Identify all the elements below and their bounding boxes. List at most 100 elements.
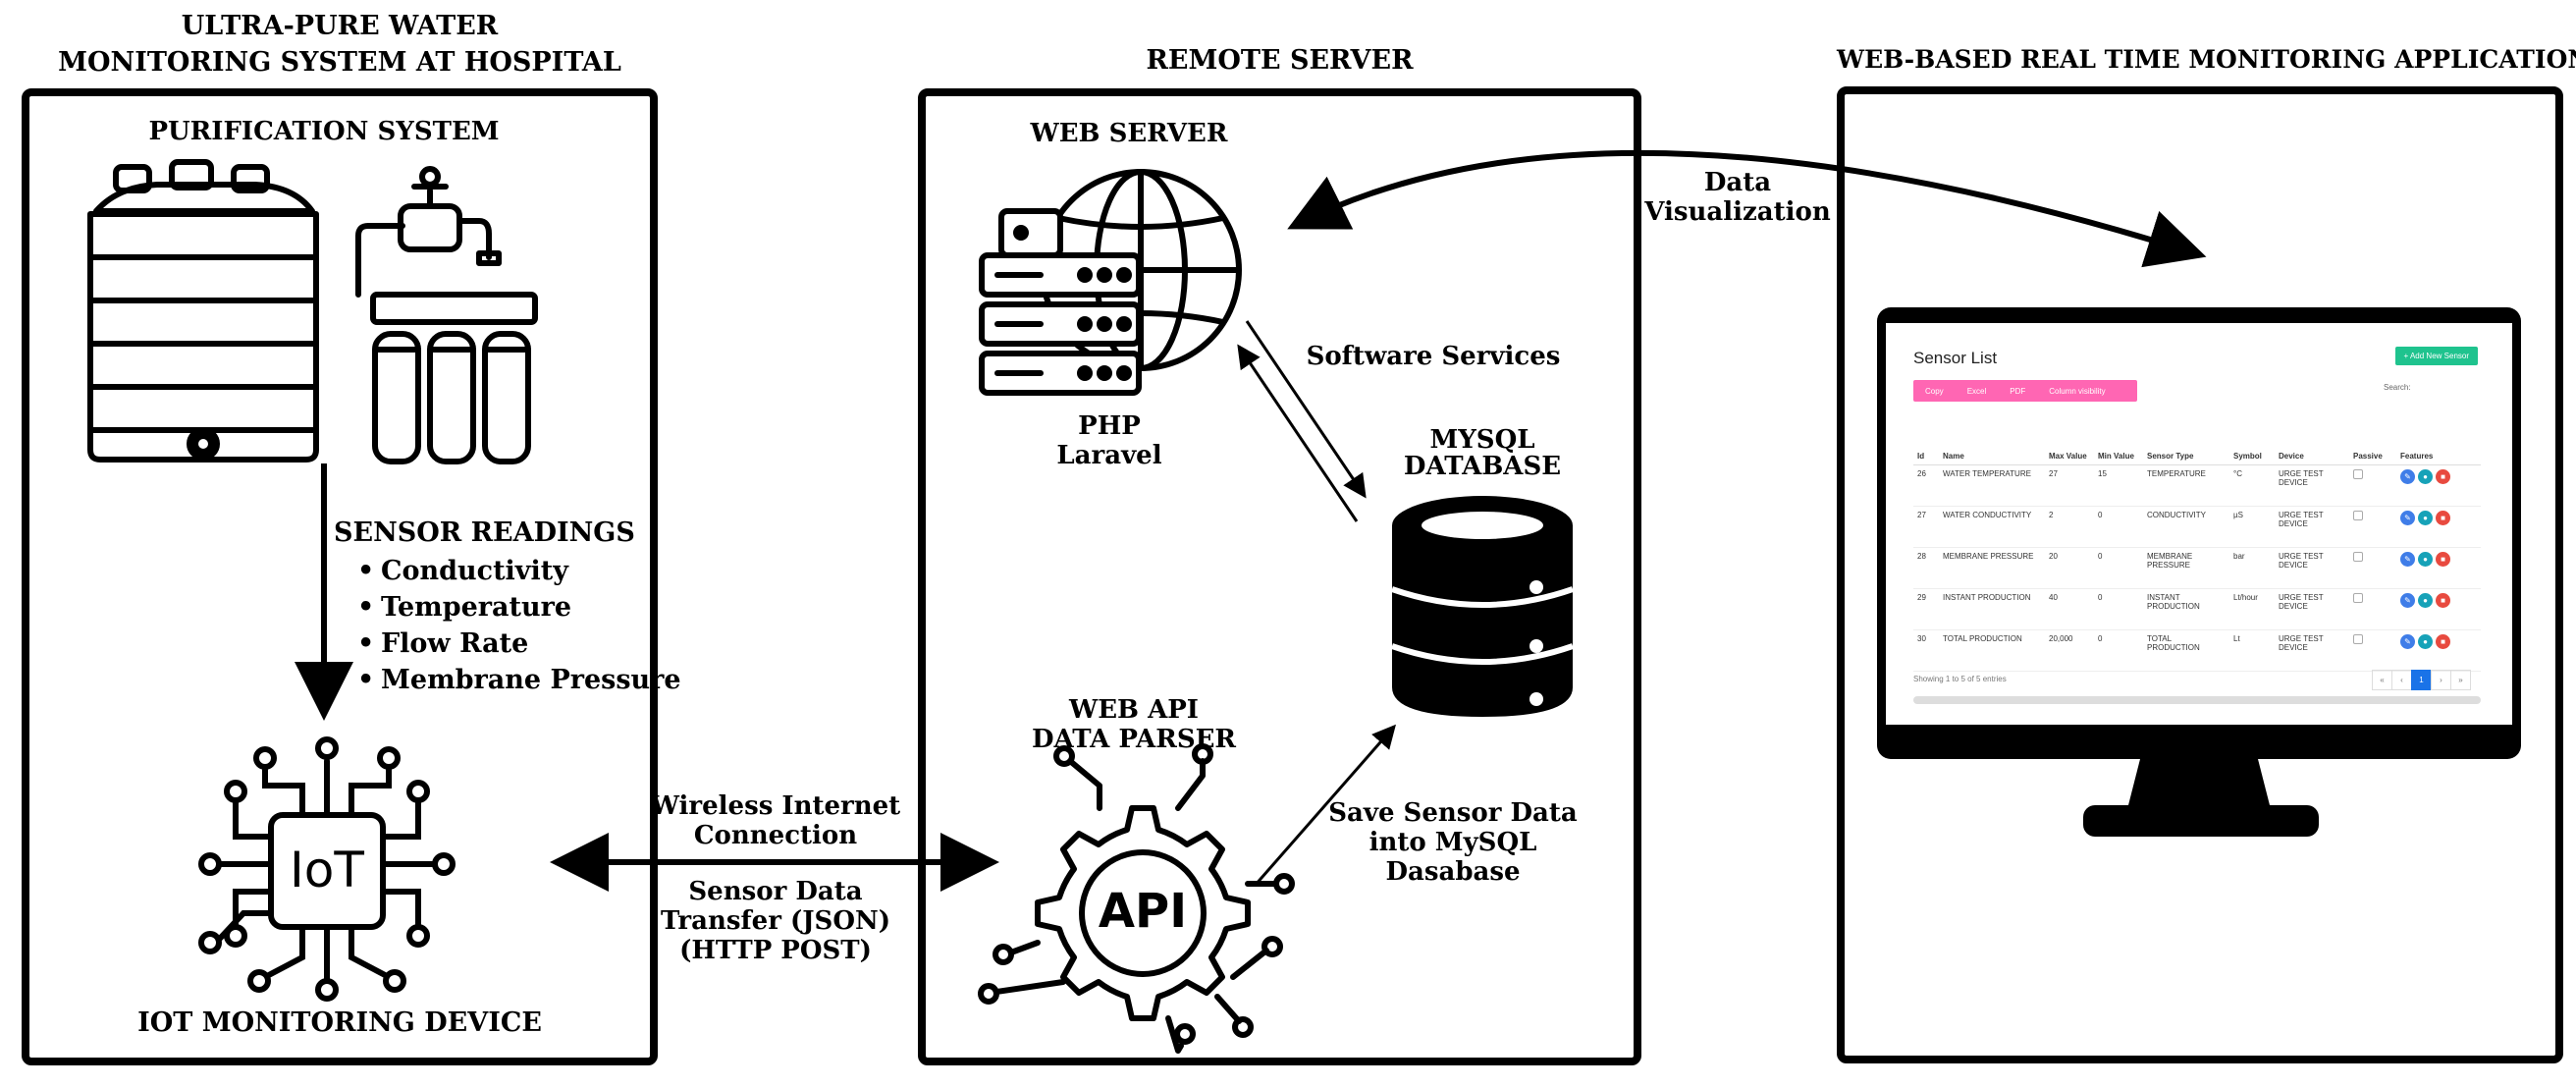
purification-title: PURIFICATION SYSTEM	[148, 117, 500, 146]
php-label: PHP	[1078, 411, 1141, 441]
table-cell: MEMBRANE PRESSURE	[1939, 547, 2045, 589]
passive-cell	[2349, 464, 2396, 507]
excel-button[interactable]: Excel	[1966, 386, 1987, 396]
features-cell: ✎●■	[2396, 464, 2481, 507]
last-page-button[interactable]: »	[2450, 670, 2471, 690]
remote-server-heading: REMOTE SERVER	[1146, 45, 1414, 76]
table-cell: 20,000	[2045, 629, 2094, 672]
table-cell: TEMPERATURE	[2143, 464, 2229, 507]
passive-cell	[2349, 588, 2396, 630]
view-icon[interactable]: ●	[2418, 511, 2433, 525]
add-sensor-button[interactable]: + Add New Sensor	[2394, 347, 2478, 365]
table-cell: 29	[1913, 588, 1939, 630]
transfer-label-line1: Sensor Data	[688, 877, 863, 906]
features-cell: ✎●■	[2396, 547, 2481, 589]
col-device[interactable]: Device	[2275, 427, 2349, 465]
passive-checkbox[interactable]	[2353, 593, 2363, 603]
table-cell: MEMBRANE PRESSURE	[2143, 547, 2229, 589]
table-cell: WATER CONDUCTIVITY	[1939, 506, 2045, 548]
edit-icon[interactable]: ✎	[2400, 469, 2415, 484]
remote-server-panel	[918, 88, 1641, 1065]
view-icon[interactable]: ●	[2418, 469, 2433, 484]
edit-icon[interactable]: ✎	[2400, 634, 2415, 649]
edit-icon[interactable]: ✎	[2400, 593, 2415, 608]
table-cell: °C	[2229, 464, 2275, 507]
table-cell: 0	[2094, 588, 2143, 630]
delete-icon[interactable]: ■	[2436, 469, 2450, 484]
features-cell: ✎●■	[2396, 629, 2481, 672]
table-cell: 0	[2094, 547, 2143, 589]
api-to-db-arrow	[1253, 724, 1396, 887]
search-label: Search:	[2384, 383, 2411, 392]
col-passive[interactable]: Passive	[2349, 427, 2396, 465]
col-symbol[interactable]: Symbol	[2229, 427, 2275, 465]
view-icon[interactable]: ●	[2418, 593, 2433, 608]
data-visualization-arrow	[1287, 149, 2207, 268]
table-cell: URGE TEST DEVICE	[2275, 588, 2349, 630]
transfer-label-line2: Transfer (JSON)	[660, 906, 891, 936]
table-cell: Lt	[2229, 629, 2275, 672]
features-cell: ✎●■	[2396, 506, 2481, 548]
table-cell: URGE TEST DEVICE	[2275, 547, 2349, 589]
edit-icon[interactable]: ✎	[2400, 552, 2415, 567]
next-page-button[interactable]: ›	[2431, 670, 2451, 690]
table-cell: INSTANT PRODUCTION	[1939, 588, 2045, 630]
passive-cell	[2349, 629, 2396, 672]
table-cell: 2	[2045, 506, 2094, 548]
col-id[interactable]: Id	[1913, 427, 1939, 465]
api-gear-icon	[978, 743, 1295, 1054]
col-max-value[interactable]: Max Value	[2045, 427, 2094, 465]
passive-checkbox[interactable]	[2353, 634, 2363, 644]
delete-icon[interactable]: ■	[2436, 511, 2450, 525]
software-services-label: Software Services	[1306, 342, 1561, 371]
table-cell: 15	[2094, 464, 2143, 507]
table-cell: URGE TEST DEVICE	[2275, 464, 2349, 507]
table-cell: URGE TEST DEVICE	[2275, 506, 2349, 548]
iot-chip-label: IoT	[290, 842, 364, 898]
pdf-button[interactable]: PDF	[2010, 386, 2026, 396]
col-min-value[interactable]: Min Value	[2094, 427, 2143, 465]
table-cell: µS	[2229, 506, 2275, 548]
save-label-line2: into MySQL	[1368, 828, 1537, 857]
horizontal-scrollbar[interactable]	[1913, 696, 2481, 704]
monitoring-app-panel	[1837, 86, 2563, 1063]
list-item: Flow Rate	[357, 626, 681, 662]
table-cell: 26	[1913, 464, 1939, 507]
col-sensor-type[interactable]: Sensor Type	[2143, 427, 2229, 465]
table-cell: 40	[2045, 588, 2094, 630]
passive-checkbox[interactable]	[2353, 552, 2363, 562]
prev-page-button[interactable]: ‹	[2391, 670, 2412, 690]
view-icon[interactable]: ●	[2418, 552, 2433, 567]
passive-cell	[2349, 547, 2396, 589]
wireless-label-line1: Wireless Internet	[650, 791, 901, 821]
table-cell: URGE TEST DEVICE	[2275, 629, 2349, 672]
delete-icon[interactable]: ■	[2436, 634, 2450, 649]
hospital-heading-line1: ULTRA-PURE WATER	[181, 11, 499, 41]
first-page-button[interactable]: «	[2372, 670, 2392, 690]
iot-chip-icon	[198, 736, 456, 1002]
delete-icon[interactable]: ■	[2436, 593, 2450, 608]
table-cell: 30	[1913, 629, 1939, 672]
table-cell: 20	[2045, 547, 2094, 589]
passive-checkbox[interactable]	[2353, 511, 2363, 520]
col-name[interactable]: Name	[1939, 427, 2045, 465]
server-to-db-arrow	[1245, 320, 1367, 499]
api-title-line1: WEB API	[1069, 695, 1199, 725]
delete-icon[interactable]: ■	[2436, 552, 2450, 567]
web-server-title: WEB SERVER	[1030, 119, 1228, 148]
transfer-label-line3: (HTTP POST)	[679, 936, 872, 965]
monitoring-app-heading: WEB-BASED REAL TIME MONITORING APPLICATI…	[1837, 45, 2576, 74]
table-cell: bar	[2229, 547, 2275, 589]
view-icon[interactable]: ●	[2418, 634, 2433, 649]
db-to-server-arrow	[1237, 344, 1359, 522]
column-visibility-button[interactable]: Column visibility	[2049, 386, 2106, 396]
passive-checkbox[interactable]	[2353, 469, 2363, 479]
iot-device-label: IOT MONITORING DEVICE	[137, 1007, 542, 1038]
page-1-button[interactable]: 1	[2411, 670, 2432, 690]
edit-icon[interactable]: ✎	[2400, 511, 2415, 525]
mysql-label-line1: MYSQL	[1429, 425, 1535, 455]
mysql-label-line2: DATABASE	[1403, 452, 1562, 481]
copy-button[interactable]: Copy	[1925, 386, 1944, 396]
